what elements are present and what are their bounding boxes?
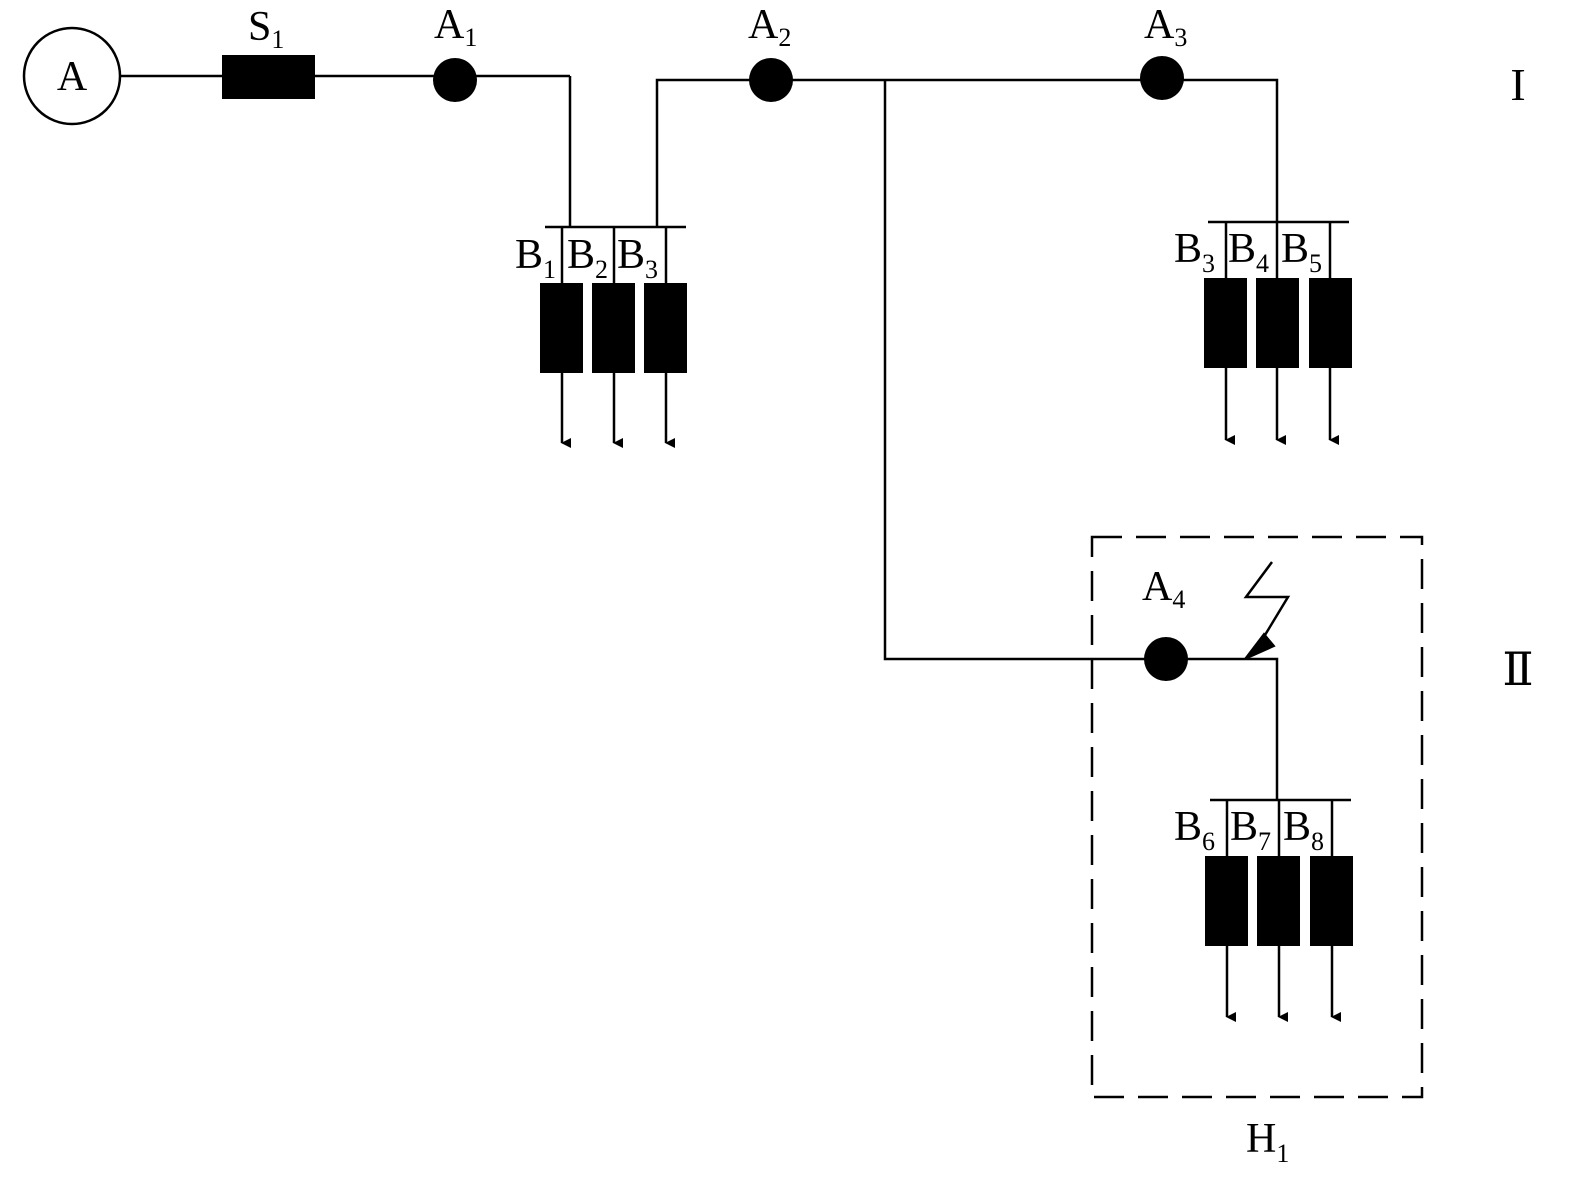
fault-lightning-icon: [1243, 561, 1291, 660]
region-h1-label: H1: [1246, 1116, 1289, 1168]
node-a2: A2: [748, 2, 793, 102]
load-group-2: B3 B4 B5: [1174, 220, 1352, 445]
load-b8-label: B8: [1283, 804, 1324, 856]
load-b5: [1309, 278, 1352, 445]
load-group-3: B6 B7 B8: [1174, 798, 1353, 1022]
node-a1: A1: [433, 2, 477, 102]
load-group-1: B1 B2 B3: [515, 225, 687, 448]
load-b5-label: B5: [1281, 226, 1322, 278]
load-b2-label: B2: [567, 232, 608, 284]
load-b4-label: B4: [1228, 226, 1269, 278]
power-source: A: [22, 26, 122, 126]
region-h1: H1: [1090, 535, 1424, 1168]
zone-2-label: Ⅱ: [1502, 644, 1533, 695]
load-b3-zone1: [1204, 278, 1247, 445]
feeder-wires: [120, 74, 1279, 800]
load-b8: [1310, 856, 1353, 1022]
load-b3-label: B3: [617, 232, 658, 284]
node-a2-label: A2: [748, 2, 791, 52]
switch-s1-label: S1: [248, 4, 284, 54]
load-b6: [1205, 856, 1248, 1022]
load-b3: [644, 283, 687, 448]
switch-s1: S1: [222, 4, 315, 99]
node-a1-label: A1: [434, 2, 477, 52]
load-b1-label: B1: [515, 232, 556, 284]
node-a3: A3: [1140, 2, 1187, 100]
load-b3-zone1-label: B3: [1174, 226, 1215, 278]
zone-1-label: I: [1510, 59, 1525, 110]
node-a4-label: A4: [1142, 564, 1185, 614]
load-b7: [1257, 856, 1300, 1022]
load-b1: [540, 283, 583, 448]
load-b6-label: B6: [1174, 804, 1215, 856]
node-a4: A4: [1142, 564, 1188, 681]
load-b2: [592, 283, 635, 448]
load-b7-label: B7: [1230, 804, 1271, 856]
load-b4: [1256, 278, 1299, 445]
node-a3-label: A3: [1144, 2, 1187, 52]
power-source-label: A: [57, 54, 88, 100]
